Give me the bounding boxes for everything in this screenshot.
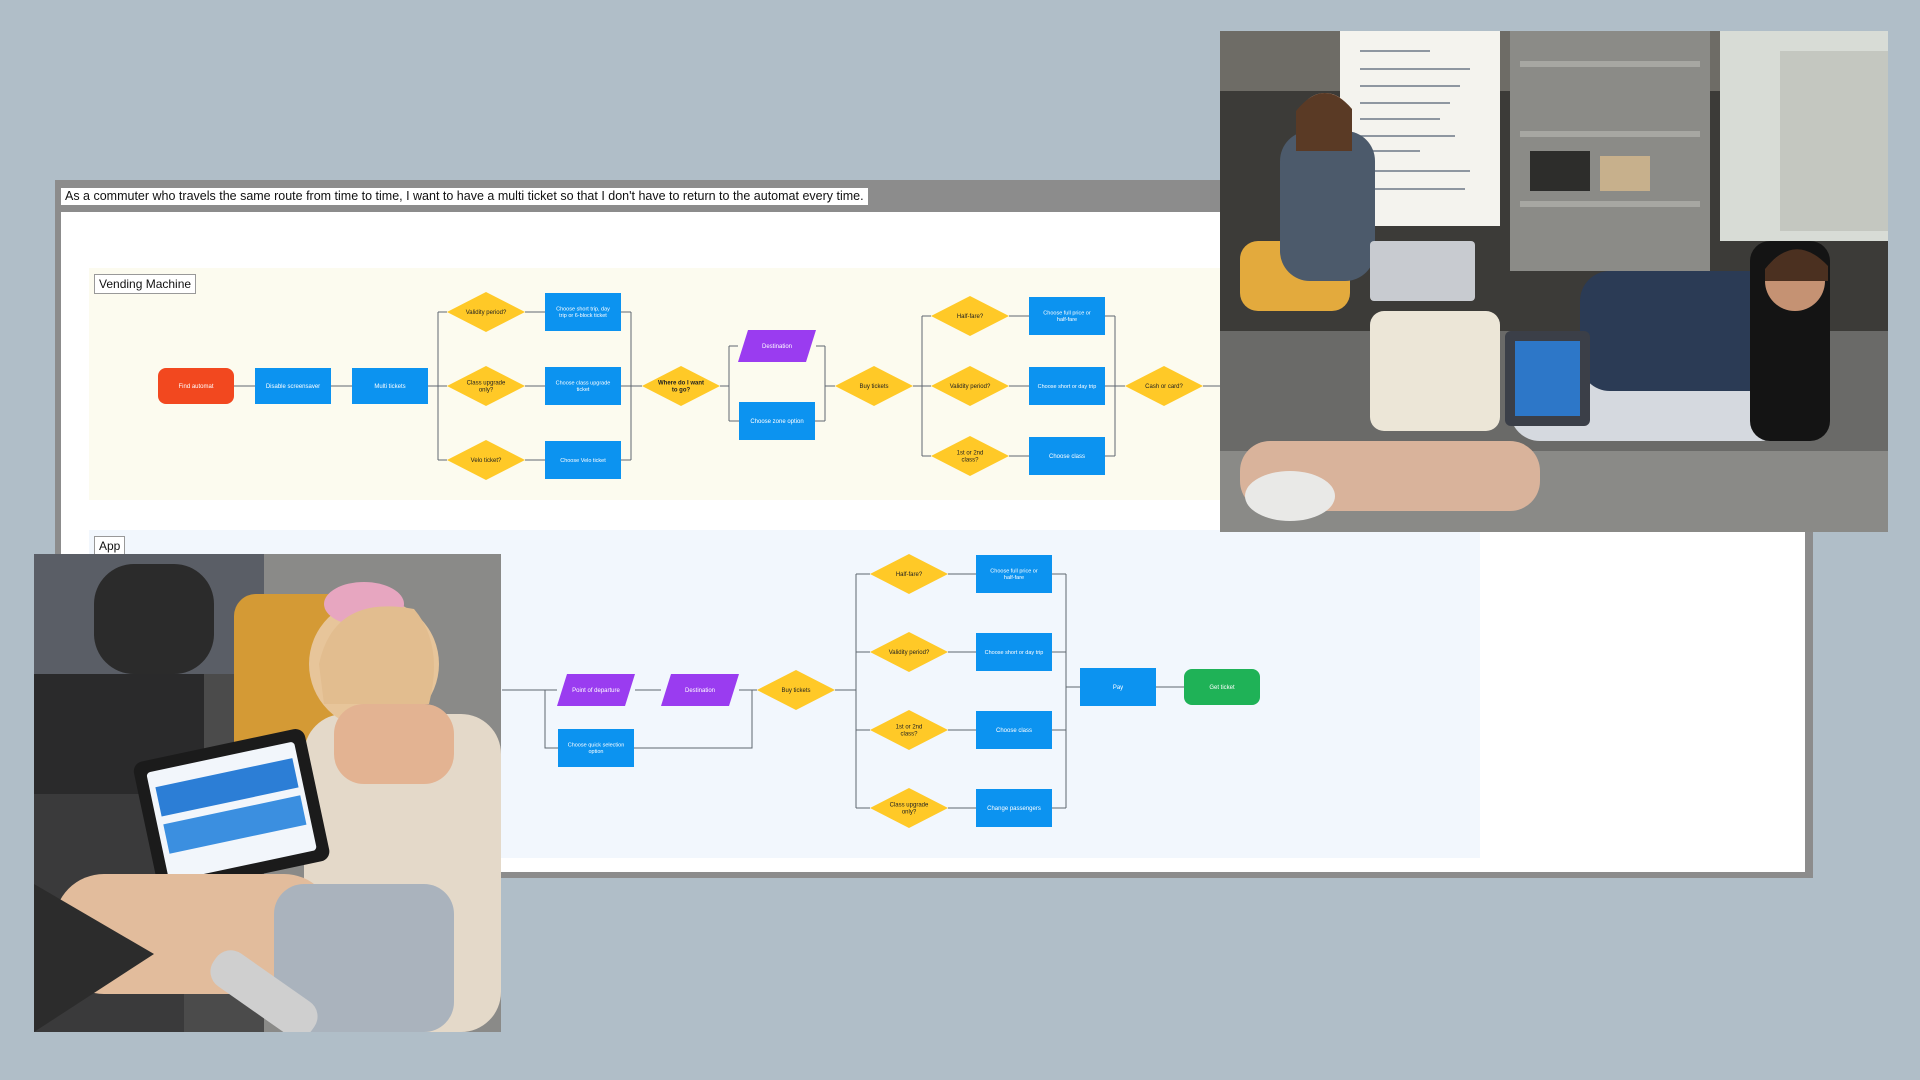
photo-team-testing-laptops (1220, 31, 1888, 532)
user-story-text: As a commuter who travels the same route… (61, 188, 868, 205)
lane-title-vending-machine: Vending Machine (94, 274, 197, 294)
lane-title-app: App (94, 536, 126, 556)
photo-user-testing-tablet (34, 554, 501, 1032)
